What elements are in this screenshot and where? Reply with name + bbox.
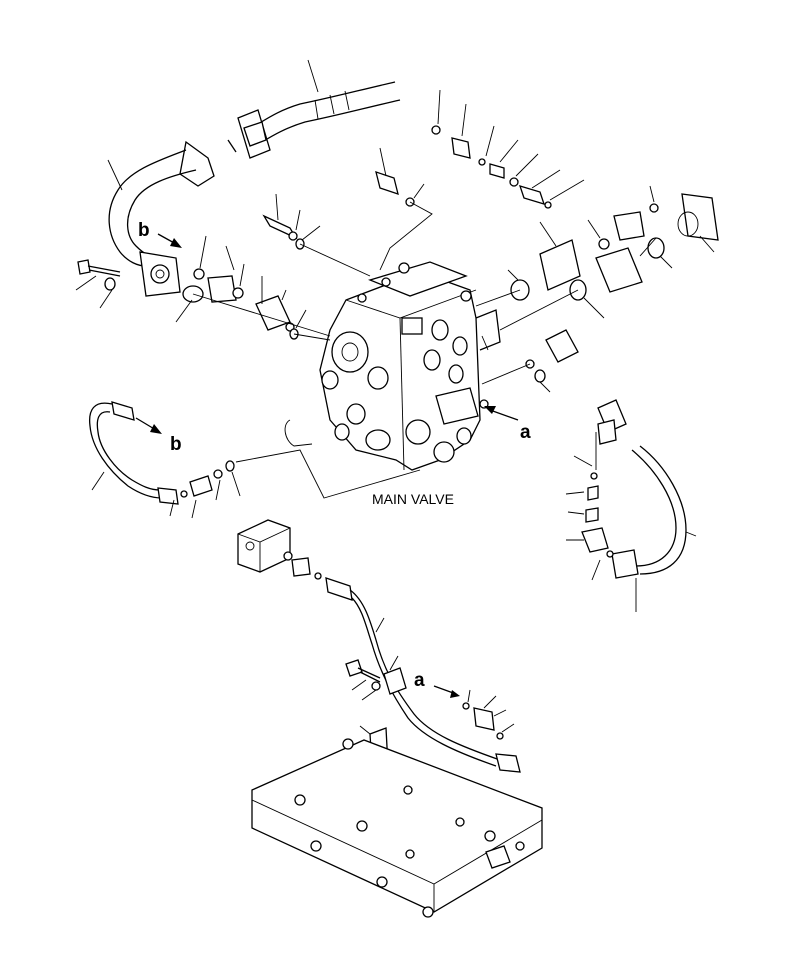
connection-leaders: [192, 201, 579, 499]
main-valve-block: [284, 261, 501, 471]
callout-a-right: a: [484, 406, 531, 443]
callout-b-left-label: b: [170, 434, 182, 455]
right-hose: [565, 399, 697, 612]
fittings-left-group: [182, 214, 305, 340]
bolt-bottom: [345, 659, 407, 701]
pressure-hose: [108, 140, 215, 297]
callout-b-top: b: [138, 220, 182, 248]
callout-b-top-label: b: [138, 220, 150, 241]
left-hose: [88, 401, 241, 519]
leader-lines: [75, 59, 715, 393]
callout-b-left: b: [135, 417, 182, 455]
manifold-block: [237, 519, 322, 580]
suction-hose: [227, 81, 401, 159]
bolt-left: [77, 259, 121, 291]
callout-a-bottom-label: a: [414, 670, 425, 691]
fittings-right-group: [510, 193, 719, 383]
bottom-fittings: [462, 689, 515, 740]
main-valve-label: MAIN VALVE: [372, 491, 454, 507]
callout-a-right-label: a: [520, 422, 531, 443]
top-fittings: [375, 125, 552, 209]
mounting-plate: [251, 738, 543, 918]
callout-a-bottom: a: [414, 670, 460, 698]
